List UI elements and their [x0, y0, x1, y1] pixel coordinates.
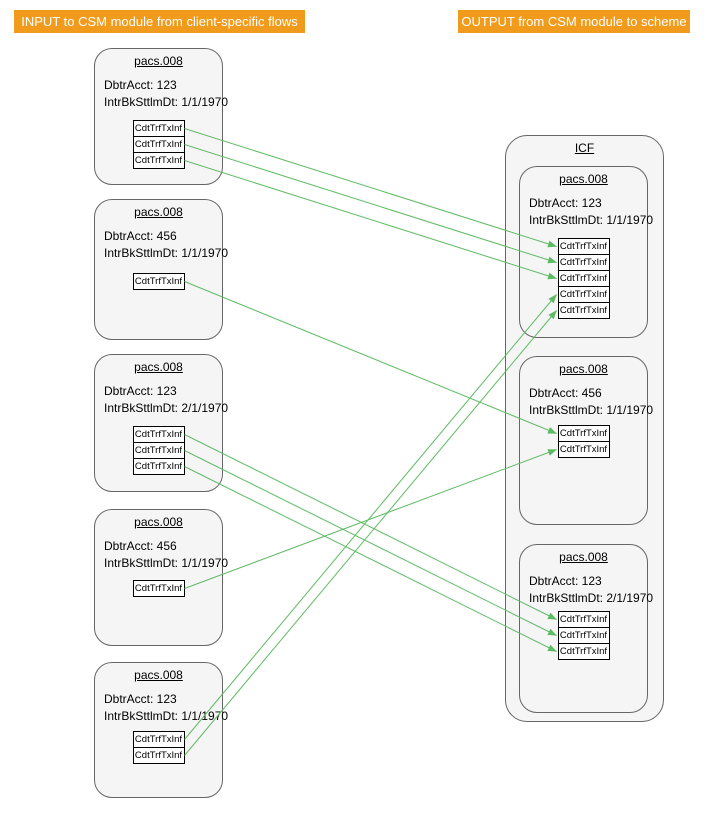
tx-stack: CdtTrfTxInf CdtTrfTxInf CdtTrfTxInf CdtT… — [557, 238, 610, 319]
tx-stack: CdtTrfTxInf CdtTrfTxInf CdtTrfTxInf — [132, 120, 185, 169]
dbtracct-field: DbtrAcct: 123 — [529, 196, 602, 210]
intrbksttlmdt-field: IntrBkSttlmDt: 2/1/1970 — [529, 591, 654, 605]
group-title: pacs.008 — [134, 205, 183, 219]
group-title: pacs.008 — [134, 360, 183, 374]
group-fields: DbtrAcct: 123 IntrBkSttlmDt: 1/1/1970 — [104, 77, 229, 111]
tx-stack: CdtTrfTxInf CdtTrfTxInf — [557, 425, 610, 458]
cdttrftxinf-node: CdtTrfTxInf — [557, 302, 610, 319]
cdttrftxinf-node: CdtTrfTxInf — [132, 747, 185, 764]
cdttrftxinf-node: CdtTrfTxInf — [132, 731, 185, 748]
cdttrftxinf-node: CdtTrfTxInf — [132, 458, 185, 475]
cdttrftxinf-node: CdtTrfTxInf — [557, 286, 610, 303]
group-title: pacs.008 — [134, 668, 183, 682]
input-pacs008-group-1: pacs.008 DbtrAcct: 123 IntrBkSttlmDt: 1/… — [94, 48, 229, 185]
tx-stack: CdtTrfTxInf — [132, 580, 185, 597]
dbtracct-field: DbtrAcct: 456 — [104, 229, 177, 243]
input-pacs008-group-5: pacs.008 DbtrAcct: 123 IntrBkSttlmDt: 1/… — [94, 662, 229, 798]
flow-arrow — [184, 466, 557, 652]
tx-stack: CdtTrfTxInf CdtTrfTxInf — [132, 731, 185, 764]
dbtracct-field: DbtrAcct: 123 — [104, 384, 177, 398]
cdttrftxinf-node: CdtTrfTxInf — [557, 425, 610, 442]
tx-stack: CdtTrfTxInf — [132, 273, 185, 290]
cdttrftxinf-node: CdtTrfTxInf — [132, 273, 185, 290]
tx-stack: CdtTrfTxInf CdtTrfTxInf CdtTrfTxInf — [557, 611, 610, 660]
intrbksttlmdt-field: IntrBkSttlmDt: 1/1/1970 — [104, 95, 229, 109]
group-fields: DbtrAcct: 456 IntrBkSttlmDt: 1/1/1970 — [104, 538, 229, 572]
group-title: pacs.008 — [134, 515, 183, 529]
cdttrftxinf-node: CdtTrfTxInf — [132, 136, 185, 153]
cdttrftxinf-node: CdtTrfTxInf — [557, 441, 610, 458]
group-fields: DbtrAcct: 123 IntrBkSttlmDt: 2/1/1970 — [529, 573, 654, 607]
cdttrftxinf-node: CdtTrfTxInf — [557, 254, 610, 271]
output-pacs008-group-2: pacs.008 DbtrAcct: 456 IntrBkSttlmDt: 1/… — [519, 356, 654, 525]
flow-arrow — [184, 144, 557, 264]
output-pacs008-group-1: pacs.008 DbtrAcct: 123 IntrBkSttlmDt: 1/… — [519, 166, 654, 338]
input-pacs008-group-2: pacs.008 DbtrAcct: 456 IntrBkSttlmDt: 1/… — [94, 199, 229, 340]
group-fields: DbtrAcct: 123 IntrBkSttlmDt: 2/1/1970 — [104, 383, 229, 417]
cdttrftxinf-node: CdtTrfTxInf — [557, 627, 610, 644]
intrbksttlmdt-field: IntrBkSttlmDt: 2/1/1970 — [104, 401, 229, 415]
cdttrftxinf-node: CdtTrfTxInf — [557, 270, 610, 287]
input-pacs008-group-3: pacs.008 DbtrAcct: 123 IntrBkSttlmDt: 2/… — [94, 354, 229, 492]
flow-arrow — [184, 281, 557, 434]
group-fields: DbtrAcct: 123 IntrBkSttlmDt: 1/1/1970 — [104, 691, 229, 725]
group-title: pacs.008 — [559, 550, 608, 564]
group-fields: DbtrAcct: 456 IntrBkSttlmDt: 1/1/1970 — [529, 385, 654, 419]
output-header-banner: OUTPUT from CSM module to scheme — [458, 10, 690, 33]
input-pacs008-group-4: pacs.008 DbtrAcct: 456 IntrBkSttlmDt: 1/… — [94, 509, 229, 646]
icf-title: ICF — [574, 141, 595, 155]
dbtracct-field: DbtrAcct: 123 — [104, 78, 177, 92]
cdttrftxinf-node: CdtTrfTxInf — [132, 120, 185, 137]
flow-arrow — [184, 310, 557, 756]
cdttrftxinf-node: CdtTrfTxInf — [132, 152, 185, 169]
input-header-banner: INPUT to CSM module from client-specific… — [14, 10, 305, 33]
flow-arrow — [184, 294, 557, 740]
group-title: pacs.008 — [134, 54, 183, 68]
flow-arrow — [184, 160, 557, 280]
dbtracct-field: DbtrAcct: 456 — [529, 386, 602, 400]
intrbksttlmdt-field: IntrBkSttlmDt: 1/1/1970 — [104, 709, 229, 723]
intrbksttlmdt-field: IntrBkSttlmDt: 1/1/1970 — [529, 403, 654, 417]
group-title: pacs.008 — [559, 362, 608, 376]
dbtracct-field: DbtrAcct: 123 — [104, 692, 177, 706]
flow-arrow — [184, 128, 557, 248]
cdttrftxinf-node: CdtTrfTxInf — [132, 580, 185, 597]
flow-arrow — [184, 449, 557, 589]
flow-arrow — [184, 450, 557, 636]
cdttrftxinf-node: CdtTrfTxInf — [557, 643, 610, 660]
tx-stack: CdtTrfTxInf CdtTrfTxInf CdtTrfTxInf — [132, 426, 185, 475]
cdttrftxinf-node: CdtTrfTxInf — [557, 611, 610, 628]
group-title: pacs.008 — [559, 172, 608, 186]
dbtracct-field: DbtrAcct: 456 — [104, 539, 177, 553]
group-fields: DbtrAcct: 123 IntrBkSttlmDt: 1/1/1970 — [529, 195, 654, 229]
group-fields: DbtrAcct: 456 IntrBkSttlmDt: 1/1/1970 — [104, 228, 229, 262]
cdttrftxinf-node: CdtTrfTxInf — [557, 238, 610, 255]
intrbksttlmdt-field: IntrBkSttlmDt: 1/1/1970 — [529, 213, 654, 227]
dbtracct-field: DbtrAcct: 123 — [529, 574, 602, 588]
cdttrftxinf-node: CdtTrfTxInf — [132, 426, 185, 443]
intrbksttlmdt-field: IntrBkSttlmDt: 1/1/1970 — [104, 246, 229, 260]
cdttrftxinf-node: CdtTrfTxInf — [132, 442, 185, 459]
flow-arrow — [184, 434, 557, 620]
intrbksttlmdt-field: IntrBkSttlmDt: 1/1/1970 — [104, 556, 229, 570]
output-pacs008-group-3: pacs.008 DbtrAcct: 123 IntrBkSttlmDt: 2/… — [519, 544, 654, 713]
